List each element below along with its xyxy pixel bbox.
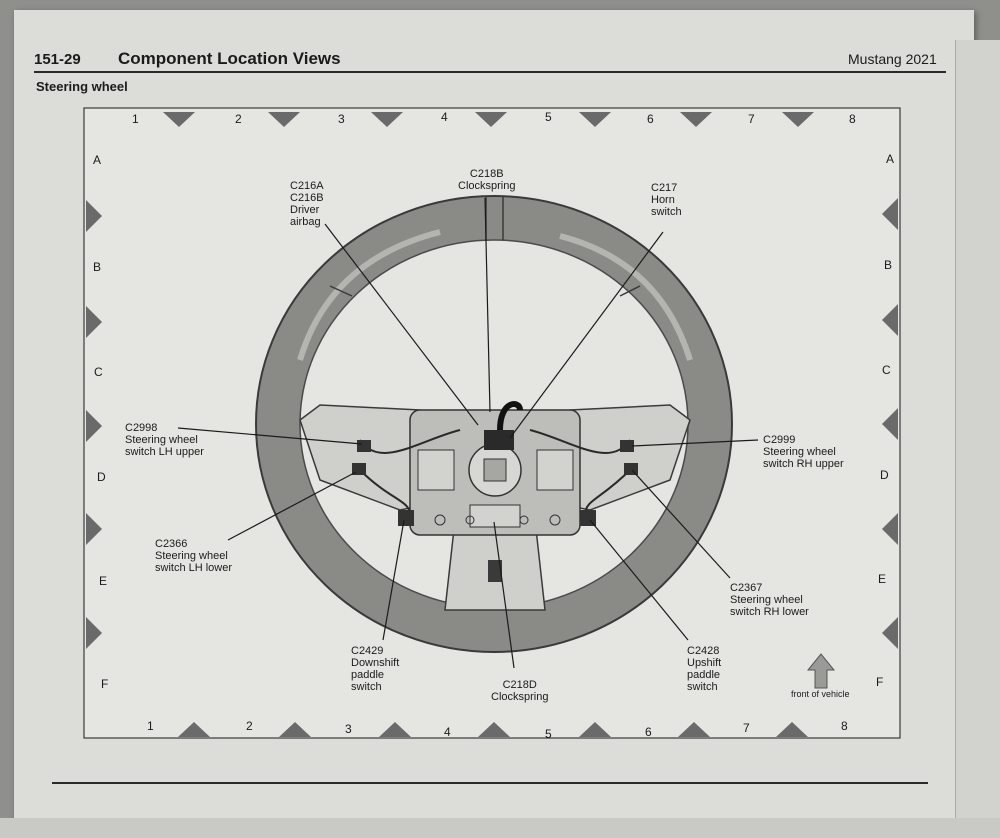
grid-row-label: A	[886, 152, 895, 166]
grid-col-label: 4	[441, 110, 448, 124]
grid-row-label: D	[880, 468, 889, 482]
grid-marker-icon	[478, 722, 510, 737]
grid-row-label: D	[97, 470, 106, 484]
callout-c2366-lh-lower: C2366 Steering wheel switch LH lower	[155, 538, 233, 574]
grid-marker-icon	[882, 198, 898, 230]
steering-wheel-illustration	[255, 195, 733, 653]
grid-marker-icon	[882, 304, 898, 336]
grid-row-label: E	[878, 572, 887, 586]
grid-marker-icon	[86, 617, 102, 649]
grid-col-label: 5	[545, 110, 552, 124]
grid-marker-icon	[782, 112, 814, 127]
grid-marker-icon	[882, 408, 898, 440]
grid-col-label: 3	[338, 112, 345, 126]
grid-row-label: E	[99, 574, 108, 588]
grid-marker-icon	[86, 410, 102, 442]
section-title: Component Location Views	[118, 49, 341, 68]
grid-marker-icon	[178, 722, 210, 737]
grid-col-label: 1	[147, 719, 154, 733]
grid-marker-icon	[882, 513, 898, 545]
right-grid-markers	[882, 198, 898, 649]
grid-col-label: 8	[841, 719, 848, 733]
callout-c2428-upshift: C2428 Upshift paddle switch	[687, 645, 722, 693]
grid-marker-icon	[163, 112, 195, 127]
bottom-grid-markers	[178, 722, 808, 737]
next-page-edge	[955, 40, 1000, 838]
grid-row-label: C	[882, 363, 891, 377]
top-grid-markers	[163, 112, 814, 127]
grid-row-label: A	[93, 153, 102, 167]
grid-marker-icon	[86, 200, 102, 232]
callout-c218b-clockspring: C218B Clockspring	[458, 168, 516, 192]
footer-rule	[52, 782, 928, 784]
grid-marker-icon	[882, 617, 898, 649]
grid-col-label: 2	[235, 112, 242, 126]
grid-marker-icon	[579, 112, 611, 127]
left-grid-markers	[86, 200, 102, 649]
grid-row-label: F	[101, 677, 109, 691]
front-of-vehicle-label: front of vehicle	[791, 689, 850, 699]
callout-c2367-rh-lower: C2367 Steering wheel switch RH lower	[730, 582, 809, 618]
grid-col-label: 2	[246, 719, 253, 733]
grid-marker-icon	[279, 722, 311, 737]
grid-col-label: 7	[743, 721, 750, 735]
grid-col-label: 6	[645, 725, 652, 739]
callout-leaders	[177, 197, 759, 669]
callout-c217-horn-switch: C217 Horn switch	[651, 182, 682, 218]
grid-marker-icon	[86, 306, 102, 338]
grid-marker-icon	[86, 513, 102, 545]
grid-col-label: 4	[444, 725, 451, 739]
page-bottom-edge	[0, 818, 1000, 838]
grid-marker-icon	[680, 112, 712, 127]
grid-marker-icon	[678, 722, 710, 737]
grid-col-label: 8	[849, 112, 856, 126]
grid-row-label: B	[884, 258, 893, 272]
grid-marker-icon	[776, 722, 808, 737]
figure-title: Steering wheel	[36, 79, 128, 94]
grid-col-label: 7	[748, 112, 755, 126]
page-number: 151-29	[34, 51, 81, 68]
grid-marker-icon	[379, 722, 411, 737]
callout-c2999-rh-upper: C2999 Steering wheel switch RH upper	[763, 434, 844, 470]
grid-row-label: C	[94, 365, 103, 379]
grid-row-label: B	[93, 260, 102, 274]
vehicle-model: Mustang 2021	[848, 51, 937, 67]
callout-c218d-clockspring: C218D Clockspring	[491, 679, 549, 703]
grid-marker-icon	[371, 112, 403, 127]
grid-marker-icon	[579, 722, 611, 737]
grid-marker-icon	[268, 112, 300, 127]
header-rule	[34, 71, 946, 73]
grid-col-label: 6	[647, 112, 654, 126]
callout-c2429-downshift: C2429 Downshift paddle switch	[351, 645, 400, 693]
grid-row-label: F	[876, 675, 884, 689]
grid-col-label: 1	[132, 112, 139, 126]
up-arrow-icon	[806, 653, 836, 689]
callout-c2998-lh-upper: C2998 Steering wheel switch LH upper	[125, 422, 204, 458]
callout-c216-driver-airbag: C216A C216B Driver airbag	[290, 180, 324, 228]
grid-marker-icon	[475, 112, 507, 127]
grid-col-label: 3	[345, 722, 352, 736]
grid-col-label: 5	[545, 727, 552, 741]
